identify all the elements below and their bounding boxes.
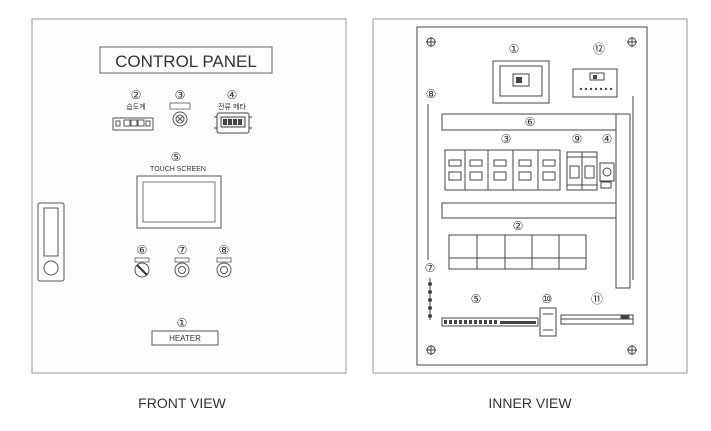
callout-4-number: ④ <box>227 88 238 102</box>
front-title: CONTROL PANEL <box>115 52 257 71</box>
callout-7-number: ⑦ <box>177 243 188 257</box>
inner-callout-1: ① <box>509 42 520 56</box>
inner-callout-10: ⑩ <box>542 292 553 306</box>
inner-callout-8: ⑧ <box>426 87 437 101</box>
push-button-1 <box>174 257 190 278</box>
front-view-label: FRONT VIEW <box>138 395 226 411</box>
contactor-row <box>448 234 587 270</box>
inner-callout-5: ⑤ <box>471 292 482 306</box>
callout-2-text: 습도계 <box>126 102 145 111</box>
terminal-block <box>441 317 539 327</box>
inner-callout-4: ④ <box>602 132 613 146</box>
title-box <box>99 46 273 74</box>
callout-6-number: ⑥ <box>137 243 148 257</box>
inner-callout-9: ⑨ <box>572 132 583 146</box>
callout-1-number: ① <box>177 316 188 330</box>
inner-callout-11: ⑪ <box>591 292 603 306</box>
inner-callout-7: ⑦ <box>425 261 436 275</box>
relay-block <box>566 151 598 191</box>
ammeter <box>214 112 252 134</box>
heater-label: HEATER <box>169 334 201 343</box>
callout-4-text: 전류 메타 <box>218 102 247 111</box>
front-view: CONTROL PANEL ② 습도계 ③ ④ 전류 메타 <box>31 18 347 411</box>
inner-callout-2: ② <box>513 219 524 233</box>
callout-8-number: ⑧ <box>219 243 230 257</box>
inner-callout-6: ⑥ <box>525 115 536 129</box>
touch-screen <box>136 175 222 229</box>
inner-callout-12: ⑫ <box>593 42 605 56</box>
wire-duct-right <box>615 113 631 289</box>
din-rail <box>560 314 634 325</box>
grounding-terminals <box>428 278 432 320</box>
controller-unit <box>572 68 618 98</box>
corner-bolts <box>426 37 637 355</box>
humidity-meter <box>112 117 154 131</box>
inner-view-label: INNER VIEW <box>488 395 572 411</box>
inner-callout-3: ③ <box>501 132 512 146</box>
door-handle <box>37 202 65 282</box>
selector-switch <box>134 257 150 278</box>
heater-nameplate <box>151 330 219 346</box>
branch-breakers <box>444 149 561 191</box>
callout-5-text: TOUCH SCREEN <box>150 166 206 173</box>
main-breaker <box>492 60 550 104</box>
push-button-2 <box>216 257 232 278</box>
current-transformer <box>599 162 615 189</box>
sensor-module <box>539 307 557 337</box>
callout-5-number: ⑤ <box>171 150 182 164</box>
pilot-lamp <box>169 102 191 127</box>
callout-2-number: ② <box>131 88 142 102</box>
inner-view: ① ⑫ ⑧ ⑥ ③ ⑨ <box>372 18 688 411</box>
callout-3-number: ③ <box>175 88 186 102</box>
wire-duct-middle <box>441 202 617 219</box>
